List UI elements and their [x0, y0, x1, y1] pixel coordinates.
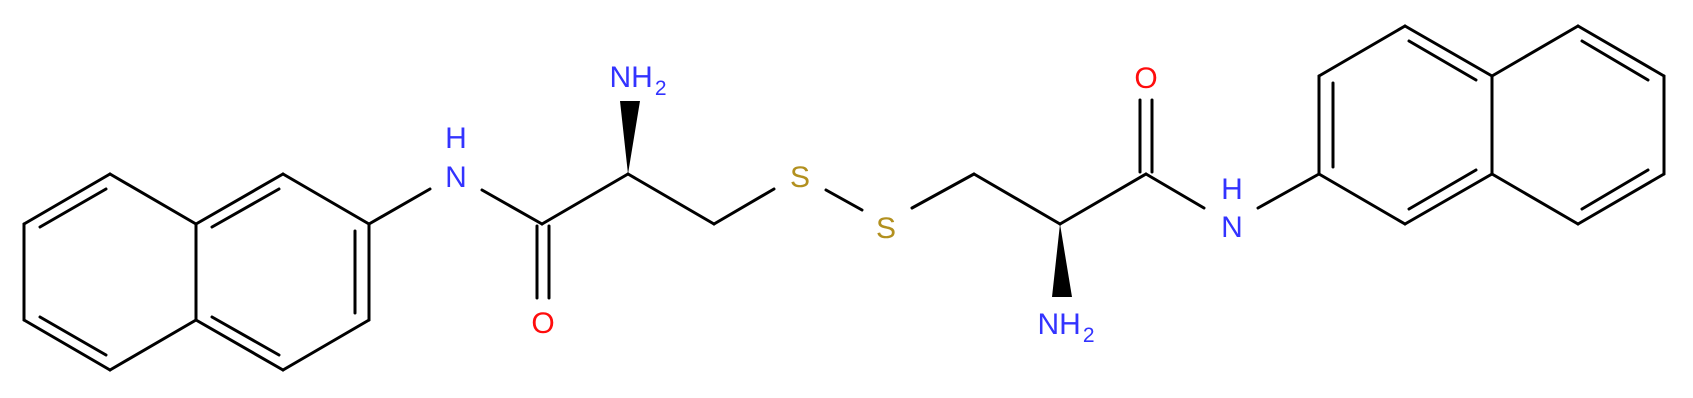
wedge-bond-right	[1052, 224, 1072, 297]
bond-layer	[22, 24, 1666, 372]
sulfur-atom-b: S	[876, 212, 896, 245]
bond-inner-line	[1407, 39, 1478, 82]
carbonyl-o-right: O	[1134, 62, 1157, 95]
bond-line	[22, 318, 112, 372]
bond-inner-line	[210, 187, 281, 229]
amine-n-left: NH2	[609, 61, 666, 100]
bond-line	[626, 172, 716, 226]
bond-line	[712, 187, 776, 226]
bond-line	[1317, 24, 1407, 78]
bond-line	[1058, 172, 1148, 226]
bond-inner-line	[1580, 168, 1650, 211]
bond-line	[1490, 172, 1580, 226]
amide-h-right: H	[1221, 173, 1243, 206]
bond-line	[22, 172, 112, 226]
amide-h-left: H	[445, 122, 467, 155]
bond-line	[281, 318, 371, 372]
bond-line	[1256, 172, 1321, 210]
bond-line	[1490, 24, 1580, 78]
amine-n-right: NH2	[1037, 308, 1094, 347]
bond-inner-line	[1407, 168, 1478, 211]
wedge-bond-left	[620, 101, 640, 174]
bond-line	[194, 172, 285, 226]
bond-line	[480, 188, 544, 226]
bond-line	[1403, 24, 1494, 78]
bond-line	[540, 172, 630, 226]
bond-line	[1576, 172, 1666, 226]
bond-inner-line	[210, 315, 281, 357]
bond-line	[910, 172, 976, 210]
bond-line	[1317, 172, 1407, 226]
atom-labels: NH2 H N O S S O H N NH2	[445, 61, 1243, 347]
amide-n-right: N	[1221, 211, 1243, 244]
bond-line	[108, 172, 198, 226]
bond-line	[367, 187, 432, 226]
bond-line	[281, 172, 371, 226]
bond-inner-line	[1580, 39, 1650, 82]
bond-line	[1576, 24, 1666, 78]
carbonyl-o-left: O	[531, 307, 554, 340]
bond-line	[1403, 172, 1494, 226]
bond-inner-line	[38, 315, 108, 357]
bond-line	[824, 188, 864, 212]
bond-line	[1144, 172, 1206, 210]
bond-line	[108, 318, 198, 372]
bond-inner-line	[38, 187, 108, 229]
bond-line	[194, 318, 285, 372]
sulfur-atom-a: S	[790, 161, 810, 194]
bond-line	[972, 172, 1062, 226]
amide-n-left: N	[445, 161, 467, 194]
